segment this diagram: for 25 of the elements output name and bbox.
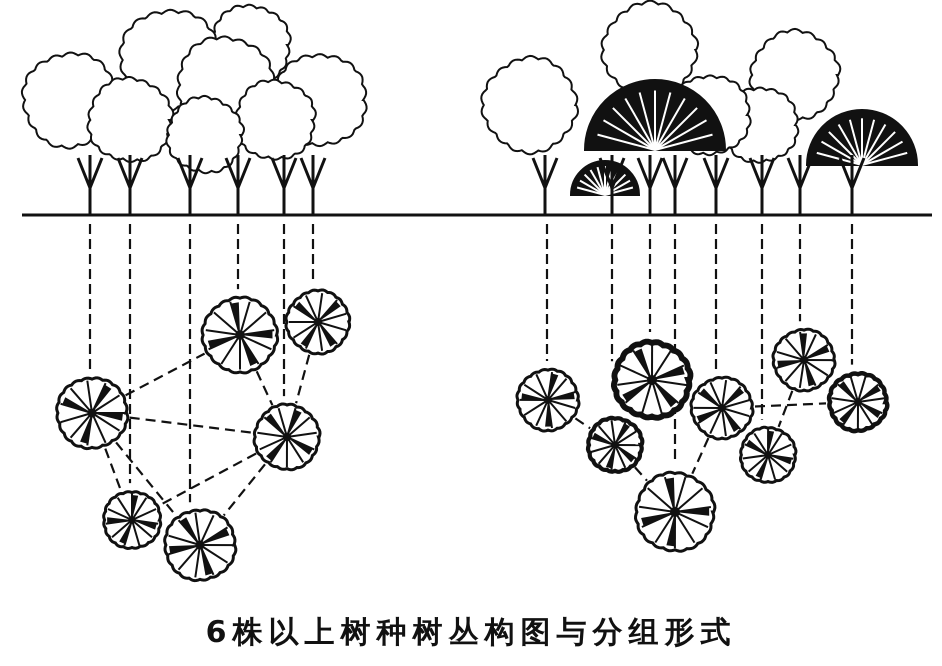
tree-plan-symbol xyxy=(633,470,717,554)
dashed-line xyxy=(125,352,206,396)
tree-plan-symbol xyxy=(515,367,581,433)
caption: 6株以上树种树丛构图与分组形式 xyxy=(204,614,738,652)
tree-plan-symbol xyxy=(284,288,352,356)
dashed-line xyxy=(778,390,794,428)
tree-plan-symbol xyxy=(771,327,837,393)
dashed-line xyxy=(634,466,648,482)
tree-plan-symbol xyxy=(252,402,322,472)
tree-plan-symbol xyxy=(585,415,645,475)
dashed-line xyxy=(222,464,266,516)
tree-plan-symbol xyxy=(689,375,755,441)
dashed-line xyxy=(691,438,710,474)
tree-plan-symbol xyxy=(826,370,890,434)
tree-plan-symbol xyxy=(200,295,280,375)
tree-plan-symbol xyxy=(610,338,694,422)
tree-plan-symbol xyxy=(54,375,130,451)
dashed-line xyxy=(130,416,252,434)
dashed-line xyxy=(295,354,310,404)
dashed-line xyxy=(754,402,826,408)
dashed-line xyxy=(256,370,274,406)
tree-plan-symbol xyxy=(738,425,798,485)
tree-plan-symbol xyxy=(162,507,238,583)
dashed-line xyxy=(574,417,591,430)
tree-plan-symbol xyxy=(101,489,163,551)
